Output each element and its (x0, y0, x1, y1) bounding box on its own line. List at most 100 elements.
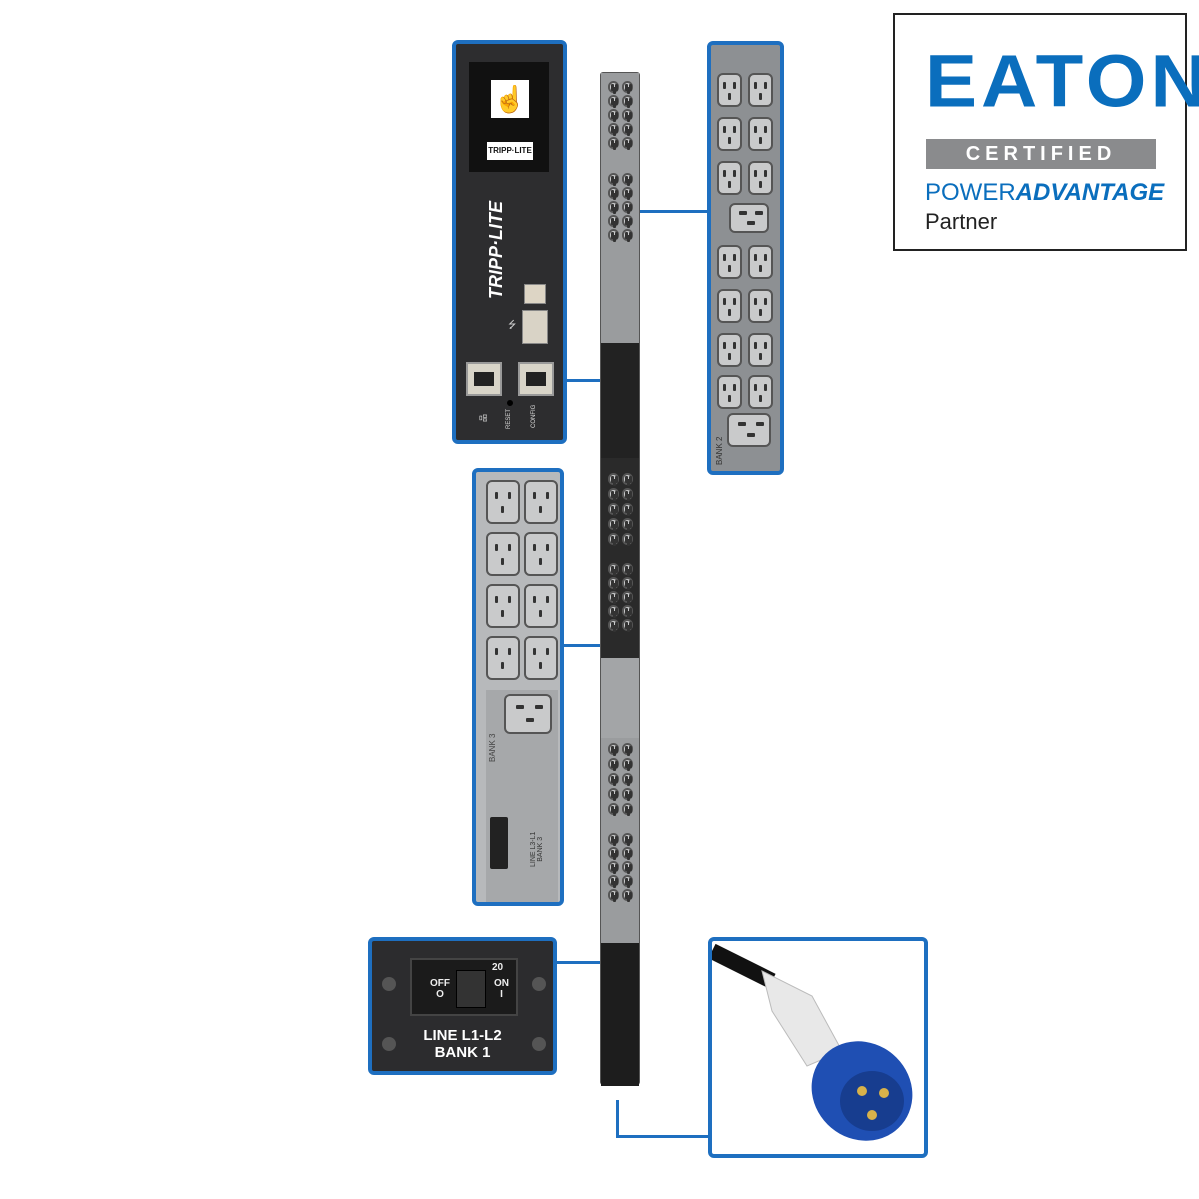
c13-outlet (622, 123, 633, 137)
c13-outlet (748, 375, 773, 409)
iec-plug-panel (708, 937, 928, 1158)
c13-outlet (608, 875, 619, 889)
c13-outlet (717, 245, 742, 279)
c13-outlet (486, 636, 520, 680)
c13-outlet (622, 95, 633, 109)
program-light: POWER (925, 179, 1016, 206)
c19-outlet (729, 203, 769, 233)
lcd-display: ☝ TRIPP·LITE (469, 62, 549, 172)
c13-outlet (717, 375, 742, 409)
c13-outlet (608, 95, 619, 109)
c13-outlet (622, 518, 633, 532)
c13-outlet (608, 563, 619, 577)
bank2-outlet-panel: BANK 2 (707, 41, 784, 475)
c13-outlet (608, 889, 619, 903)
certified-banner: CERTIFIED (926, 139, 1156, 169)
bank3-breaker-line: LINE L3-L1 (530, 831, 537, 867)
c13-outlet (486, 584, 520, 628)
screw-icon (382, 1037, 396, 1051)
strip-section (601, 658, 639, 738)
c13-outlet (622, 503, 633, 517)
c13-outlet (622, 109, 633, 123)
c13-outlet (748, 333, 773, 367)
c13-outlet (608, 591, 619, 605)
pdu-strip (600, 72, 640, 1086)
c13-outlet (524, 480, 558, 524)
c13-outlet (524, 532, 558, 576)
reset-button[interactable] (507, 400, 513, 406)
callout-line (563, 644, 601, 647)
strip-section (601, 943, 639, 1086)
display-logo: TRIPP·LITE (487, 142, 533, 160)
c13-outlet (608, 577, 619, 591)
c19-outlet (727, 413, 771, 447)
c13-outlet (608, 187, 619, 201)
c13-outlet (622, 861, 633, 875)
screw-icon (382, 977, 396, 991)
c13-outlet (608, 758, 619, 772)
c13-outlet (748, 73, 773, 107)
usb-a-ports[interactable] (522, 310, 548, 344)
c13-outlet (622, 743, 633, 757)
c13-outlet (608, 847, 619, 861)
c13-outlet (622, 563, 633, 577)
c13-outlet (622, 833, 633, 847)
c13-outlet (622, 577, 633, 591)
rating-label: 20 (492, 962, 504, 973)
c13-outlet (608, 803, 619, 817)
config-label: CONFIG (531, 404, 537, 428)
reset-label: RESET (506, 408, 512, 429)
c13-outlet (622, 788, 633, 802)
c13-outlet (717, 161, 742, 195)
c13-outlet (622, 803, 633, 817)
eaton-logo: EATON (925, 39, 1199, 123)
c13-outlet (622, 187, 633, 201)
iec-plug-icon (712, 943, 913, 1141)
c13-outlet (608, 173, 619, 187)
c13-outlet (608, 229, 619, 243)
c13-outlet (622, 847, 633, 861)
breaker-toggle[interactable] (456, 970, 486, 1008)
usb-b-port[interactable] (524, 284, 546, 304)
screw-icon (532, 977, 546, 991)
program-bold: ADVANTAGE (1015, 179, 1165, 206)
c13-outlet (608, 201, 619, 215)
strip-section (601, 343, 639, 458)
callout-line (616, 1100, 619, 1138)
c13-outlet (486, 480, 520, 524)
c13-outlet (717, 333, 742, 367)
c13-outlet (622, 488, 633, 502)
c13-outlet (748, 161, 773, 195)
c13-outlet (622, 201, 633, 215)
c13-outlet (622, 605, 633, 619)
c13-outlet (608, 137, 619, 151)
strip-section (601, 738, 639, 943)
c13-outlet (524, 584, 558, 628)
callout-line (640, 210, 708, 213)
c13-outlet (608, 518, 619, 532)
callout-line (556, 961, 604, 964)
network-port[interactable] (466, 362, 502, 396)
c13-outlet (608, 773, 619, 787)
c13-outlet (622, 619, 633, 633)
c13-outlet (622, 229, 633, 243)
line-text: LINE L1-L2 (423, 1027, 502, 1044)
callout-line (566, 379, 601, 382)
config-port[interactable] (518, 362, 554, 396)
bank-text: BANK 1 (434, 1044, 491, 1061)
c13-outlet (622, 591, 633, 605)
c13-outlet (608, 861, 619, 875)
callout-line (616, 1135, 709, 1138)
c13-outlet (608, 619, 619, 633)
bank3-breaker[interactable] (490, 817, 508, 869)
touch-icon: ☝ (491, 80, 529, 118)
c13-outlet (748, 289, 773, 323)
off-symbol: O (436, 989, 444, 1000)
c13-outlet (622, 533, 633, 547)
